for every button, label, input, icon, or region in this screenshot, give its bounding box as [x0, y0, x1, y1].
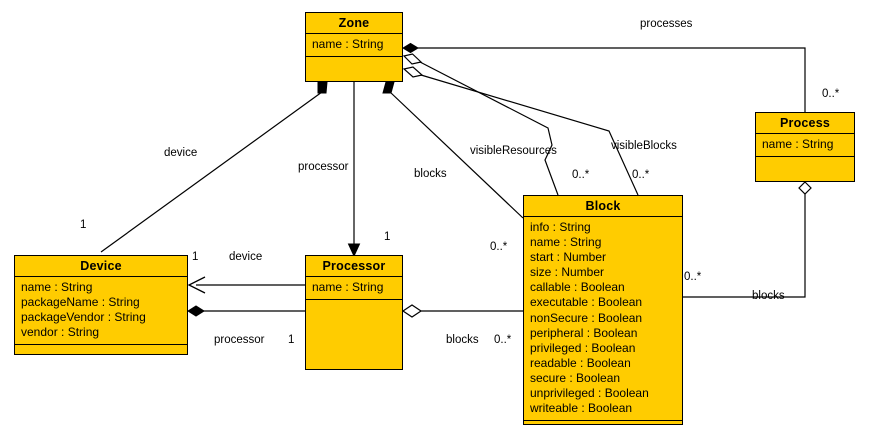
- edge-label-processor-mid: processor: [214, 334, 265, 346]
- attribute-row: privileged : Boolean: [530, 340, 636, 355]
- attribute-row: nonSecure : Boolean: [530, 310, 643, 325]
- open-diamond-decoration: [798, 181, 812, 195]
- open-diamond-decoration: [402, 53, 423, 65]
- attribute-row: name : String: [312, 37, 384, 51]
- edge-zone-blocks-block: [382, 81, 524, 219]
- class-operations-block: [524, 421, 682, 424]
- edge-zone-visibleresources-block: [402, 53, 559, 196]
- multiplicity-device-right: 1: [192, 251, 199, 263]
- class-name-zone: Zone: [306, 13, 402, 34]
- edge-label-blocks-process: blocks: [752, 290, 785, 302]
- edge-zone-processes-process: [402, 42, 806, 112]
- edge-label-visible-resources: visibleResources: [470, 145, 557, 157]
- class-name-block: Block: [524, 196, 682, 217]
- attribute-row: readable : Boolean: [530, 355, 631, 370]
- edge-zone-device: [100, 81, 328, 253]
- class-name-processor: Processor: [306, 256, 402, 277]
- attribute-row: secure : Boolean: [530, 370, 621, 385]
- attribute-row: writeable : Boolean: [530, 401, 633, 416]
- filled-diamond-decoration: [402, 42, 419, 54]
- edge-label-processor-zone: processor: [298, 161, 349, 173]
- edge-zone-processor: [347, 82, 361, 258]
- multiplicity-block-zone-blocks: 0..*: [490, 241, 508, 253]
- open-diamond-decoration: [401, 304, 423, 318]
- edge-zone-visibleblocks-block: [402, 66, 639, 196]
- edge-device-processor: [187, 305, 305, 317]
- multiplicity-block-process: 0..*: [684, 271, 702, 283]
- class-box-zone[interactable]: Zone name : String: [305, 12, 403, 82]
- class-attributes-device: name : String packageName : String packa…: [15, 277, 187, 346]
- edge-label-blocks-zone: blocks: [414, 168, 447, 180]
- attribute-row: name : String: [21, 280, 93, 294]
- attribute-row: packageName : String: [21, 295, 140, 310]
- open-diamond-decoration: [402, 66, 424, 78]
- attribute-row: start : Number: [530, 250, 607, 265]
- multiplicity-processor-left: 1: [288, 334, 295, 346]
- multiplicity-processor-block-lower: 0..*: [494, 334, 512, 346]
- attribute-row: size : Number: [530, 265, 605, 280]
- open-arrowhead-decoration: [187, 276, 206, 294]
- attribute-row: peripheral : Boolean: [530, 325, 638, 340]
- filled-diamond-decoration: [382, 81, 395, 94]
- edge-label-device-mid: device: [229, 251, 263, 263]
- class-operations-device: [15, 345, 187, 354]
- class-box-block[interactable]: Block info : String name : String start …: [523, 195, 683, 425]
- class-operations-process: [756, 157, 854, 181]
- multiplicity-block-visible-resources: 0..*: [572, 169, 590, 181]
- class-attributes-block: info : String name : String start : Numb…: [524, 217, 682, 422]
- class-name-process: Process: [756, 113, 854, 134]
- multiplicity-block-visible-blocks: 0..*: [632, 169, 650, 181]
- class-attributes-process: name : String: [756, 134, 854, 158]
- class-operations-processor: [306, 300, 402, 369]
- attribute-row: executable : Boolean: [530, 295, 643, 310]
- multiplicity-process-top: 0..*: [822, 88, 840, 100]
- attribute-row: callable : Boolean: [530, 280, 625, 295]
- class-box-process[interactable]: Process name : String: [755, 112, 855, 182]
- filled-diamond-decoration: [187, 305, 205, 317]
- edge-processor-blocks-block: [401, 304, 523, 318]
- edge-label-blocks-processor: blocks: [446, 334, 479, 346]
- attribute-row: name : String: [312, 280, 384, 294]
- edge-process-blocks-block: [683, 181, 812, 298]
- class-box-device[interactable]: Device name : String packageName : Strin…: [14, 255, 188, 355]
- attribute-row: info : String: [530, 220, 591, 234]
- class-name-device: Device: [15, 256, 187, 277]
- edge-label-visible-blocks: visibleBlocks: [611, 140, 677, 152]
- multiplicity-processor-zone: 1: [384, 231, 391, 243]
- edge-label-device-zone: device: [164, 147, 198, 159]
- attribute-row: name : String: [762, 137, 834, 151]
- attribute-row: vendor : String: [21, 325, 100, 340]
- attribute-row: unprivileged : Boolean: [530, 386, 649, 401]
- class-attributes-zone: name : String: [306, 34, 402, 58]
- attribute-row: packageVendor : String: [21, 310, 146, 325]
- edge-processor-device: [187, 276, 305, 294]
- filled-diamond-decoration: [317, 81, 328, 94]
- multiplicity-device-zone: 1: [80, 219, 87, 231]
- class-attributes-processor: name : String: [306, 277, 402, 301]
- attribute-row: name : String: [530, 235, 602, 250]
- arrowhead-decoration: [347, 243, 361, 258]
- edge-label-processes: processes: [640, 18, 693, 30]
- class-box-processor[interactable]: Processor name : String: [305, 255, 403, 370]
